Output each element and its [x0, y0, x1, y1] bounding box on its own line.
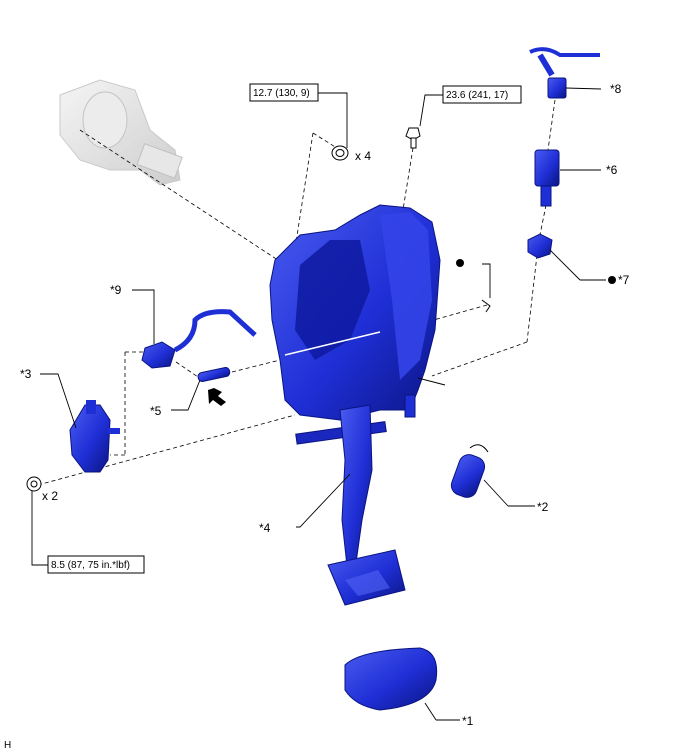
- callout-leaders: [31, 87, 606, 721]
- figure-code: H: [4, 740, 12, 751]
- callout-9: *9: [110, 283, 122, 297]
- install-direction-arrow-icon: [208, 388, 226, 406]
- return-spring: [450, 444, 489, 498]
- stop-switch-connector: [529, 47, 600, 99]
- torque-box-bolt-top: 23.6 (241, 17): [442, 85, 522, 104]
- torque-text-nut-top: 12.7 (130, 9): [253, 88, 310, 99]
- torque-box-nut-bottom: 8.5 (87, 75 in.*lbf): [47, 555, 145, 574]
- callout-7: *7: [618, 273, 630, 287]
- qty-nut-top: x 4: [355, 149, 371, 163]
- ghost-booster-outline: [59, 79, 183, 186]
- pedal-pad-cover: [344, 647, 438, 711]
- callout-1: *1: [462, 714, 474, 728]
- callout-2: *2: [537, 500, 549, 514]
- callout-8: *8: [610, 82, 622, 96]
- bullet-marker-7: [608, 276, 616, 284]
- flange-nut-bottom: [26, 476, 42, 492]
- bullet-marker-near-clip: [456, 259, 464, 267]
- switch-clip: [527, 233, 553, 259]
- torque-text-nut-bottom: 8.5 (87, 75 in.*lbf): [51, 560, 130, 571]
- callout-5: *5: [150, 404, 162, 418]
- qty-nut-bottom: x 2: [42, 489, 58, 503]
- callout-4: *4: [259, 521, 271, 535]
- sensor-connector-harness: [141, 309, 257, 369]
- callout-6: *6: [606, 163, 618, 177]
- brake-pedal-support-assembly: [269, 204, 446, 606]
- pedal-stroke-sensor: [69, 400, 120, 473]
- clevis-pin: [197, 367, 231, 382]
- torque-box-nut-top: 12.7 (130, 9): [249, 83, 319, 102]
- stop-lamp-switch: [534, 149, 560, 207]
- callout-3: *3: [20, 367, 32, 381]
- torque-text-bolt-top: 23.6 (241, 17): [446, 90, 508, 101]
- bolt-top: [405, 127, 421, 149]
- flange-nut-top: [331, 145, 349, 161]
- cable-clip: [481, 299, 491, 313]
